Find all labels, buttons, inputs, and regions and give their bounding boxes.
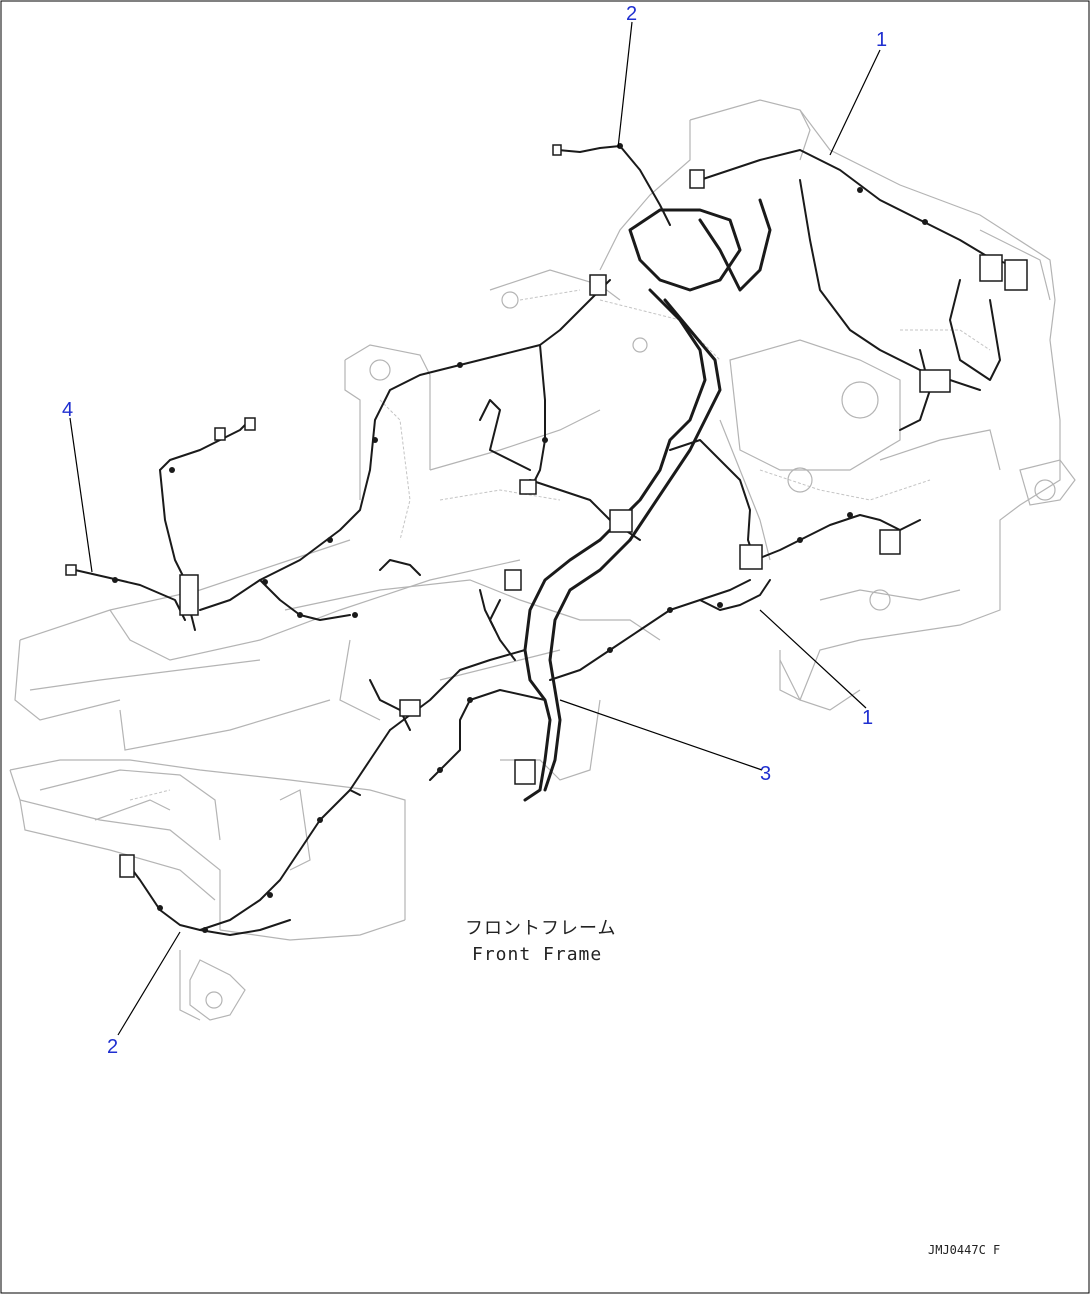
front-frame-label: フロントフレーム Front Frame [465, 918, 616, 965]
callout-1-top: 1 [876, 29, 887, 51]
callout-2-top: 2 [626, 3, 637, 25]
front-frame-label-english: Front Frame [472, 944, 602, 965]
drawing-code: JMJ0447C F [928, 1243, 1000, 1257]
callout-1-right: 1 [862, 707, 873, 729]
callout-3: 3 [760, 763, 771, 785]
callout-2-bottom: 2 [107, 1036, 118, 1058]
connectors [65, 143, 1028, 933]
callout-4: 4 [62, 399, 73, 421]
front-frame-label-japanese: フロントフレーム [465, 918, 616, 939]
frame-outline [9, 99, 1076, 1021]
wiring-harness [74, 145, 1026, 936]
leader-lines [69, 21, 881, 1036]
callouts: 2 1 4 1 3 2 [62, 3, 887, 1058]
